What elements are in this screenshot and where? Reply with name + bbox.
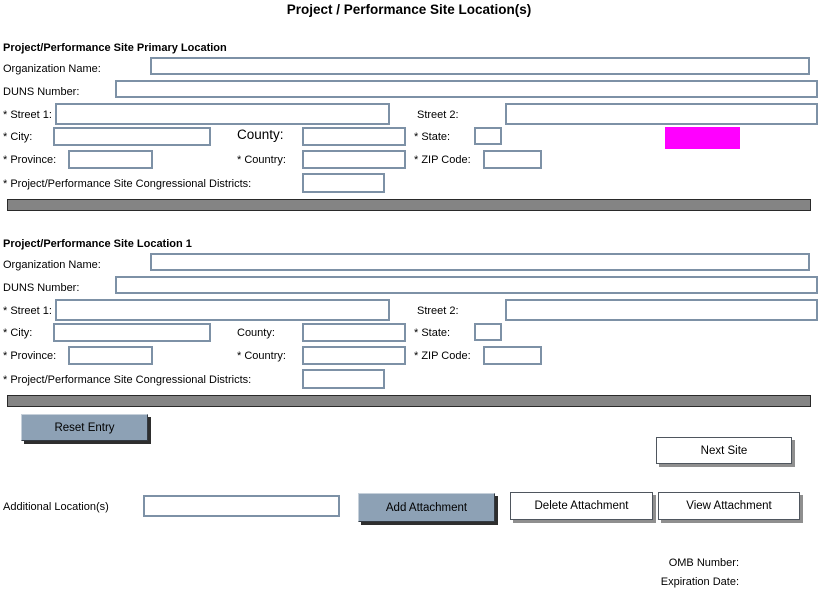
omb-number-label: OMB Number: <box>668 557 739 569</box>
additional-locations-label: Additional Location(s) <box>3 501 109 513</box>
congressional-districts-label: * Project/Performance Site Congressional… <box>3 178 252 190</box>
expiration-date-label: Expiration Date: <box>660 576 739 588</box>
duns-number-label: DUNS Number: <box>3 282 80 294</box>
congressional-districts-input[interactable] <box>302 173 385 193</box>
country-label: * Country: <box>237 154 286 166</box>
section-header: Project/Performance Site Location 1 <box>3 238 192 250</box>
add-attachment-button[interactable]: Add Attachment <box>358 493 495 522</box>
next-site-button[interactable]: Next Site <box>656 437 792 464</box>
street1-label: * Street 1: <box>3 305 52 317</box>
duns-number-input[interactable] <box>115 276 818 294</box>
city-input[interactable] <box>53 323 211 342</box>
reset-entry-button[interactable]: Reset Entry <box>21 414 148 441</box>
zip-code-label: * ZIP Code: <box>414 350 471 362</box>
street2-label: Street 2: <box>417 109 459 121</box>
additional-locations-input[interactable] <box>143 495 340 517</box>
organization-name-input[interactable] <box>150 57 810 75</box>
section-divider-bar <box>7 395 811 407</box>
congressional-districts-label: * Project/Performance Site Congressional… <box>3 374 252 386</box>
state-label: * State: <box>414 327 451 339</box>
street1-input[interactable] <box>55 299 390 321</box>
country-label: * Country: <box>237 350 286 362</box>
section-header: Project/Performance Site Primary Locatio… <box>3 42 227 54</box>
section-divider-bar <box>7 199 811 211</box>
county-label: County: <box>237 327 275 339</box>
state-highlight-box <box>665 127 740 149</box>
duns-number-label: DUNS Number: <box>3 86 80 98</box>
organization-name-label: Organization Name: <box>3 63 101 75</box>
province-input[interactable] <box>68 150 153 169</box>
city-input[interactable] <box>53 127 211 146</box>
view-attachment-button[interactable]: View Attachment <box>658 492 800 520</box>
city-label: * City: <box>3 131 33 143</box>
state-input[interactable] <box>474 127 502 145</box>
county-input[interactable] <box>302 323 406 342</box>
state-label: * State: <box>414 131 451 143</box>
province-input[interactable] <box>68 346 153 365</box>
street2-input[interactable] <box>505 299 818 321</box>
organization-name-label: Organization Name: <box>3 259 101 271</box>
delete-attachment-button[interactable]: Delete Attachment <box>510 492 653 520</box>
province-label: * Province: <box>3 154 57 166</box>
organization-name-input[interactable] <box>150 253 810 271</box>
country-input[interactable] <box>302 150 406 169</box>
section-location-1: Project/Performance Site Location 1 Orga… <box>0 238 818 434</box>
zip-code-input[interactable] <box>483 150 542 169</box>
zip-code-input[interactable] <box>483 346 542 365</box>
state-input[interactable] <box>474 323 502 341</box>
county-label: County: <box>237 127 284 142</box>
page-title: Project / Performance Site Location(s) <box>286 2 532 17</box>
county-input[interactable] <box>302 127 406 146</box>
street1-input[interactable] <box>55 103 390 125</box>
city-label: * City: <box>3 327 33 339</box>
street2-label: Street 2: <box>417 305 459 317</box>
duns-number-input[interactable] <box>115 80 818 98</box>
section-primary-location: Project/Performance Site Primary Locatio… <box>0 42 818 238</box>
province-label: * Province: <box>3 350 57 362</box>
street2-input[interactable] <box>505 103 818 125</box>
country-input[interactable] <box>302 346 406 365</box>
zip-code-label: * ZIP Code: <box>414 154 471 166</box>
congressional-districts-input[interactable] <box>302 369 385 389</box>
street1-label: * Street 1: <box>3 109 52 121</box>
footer-omb-block: OMB Number: Expiration Date: <box>661 557 739 595</box>
